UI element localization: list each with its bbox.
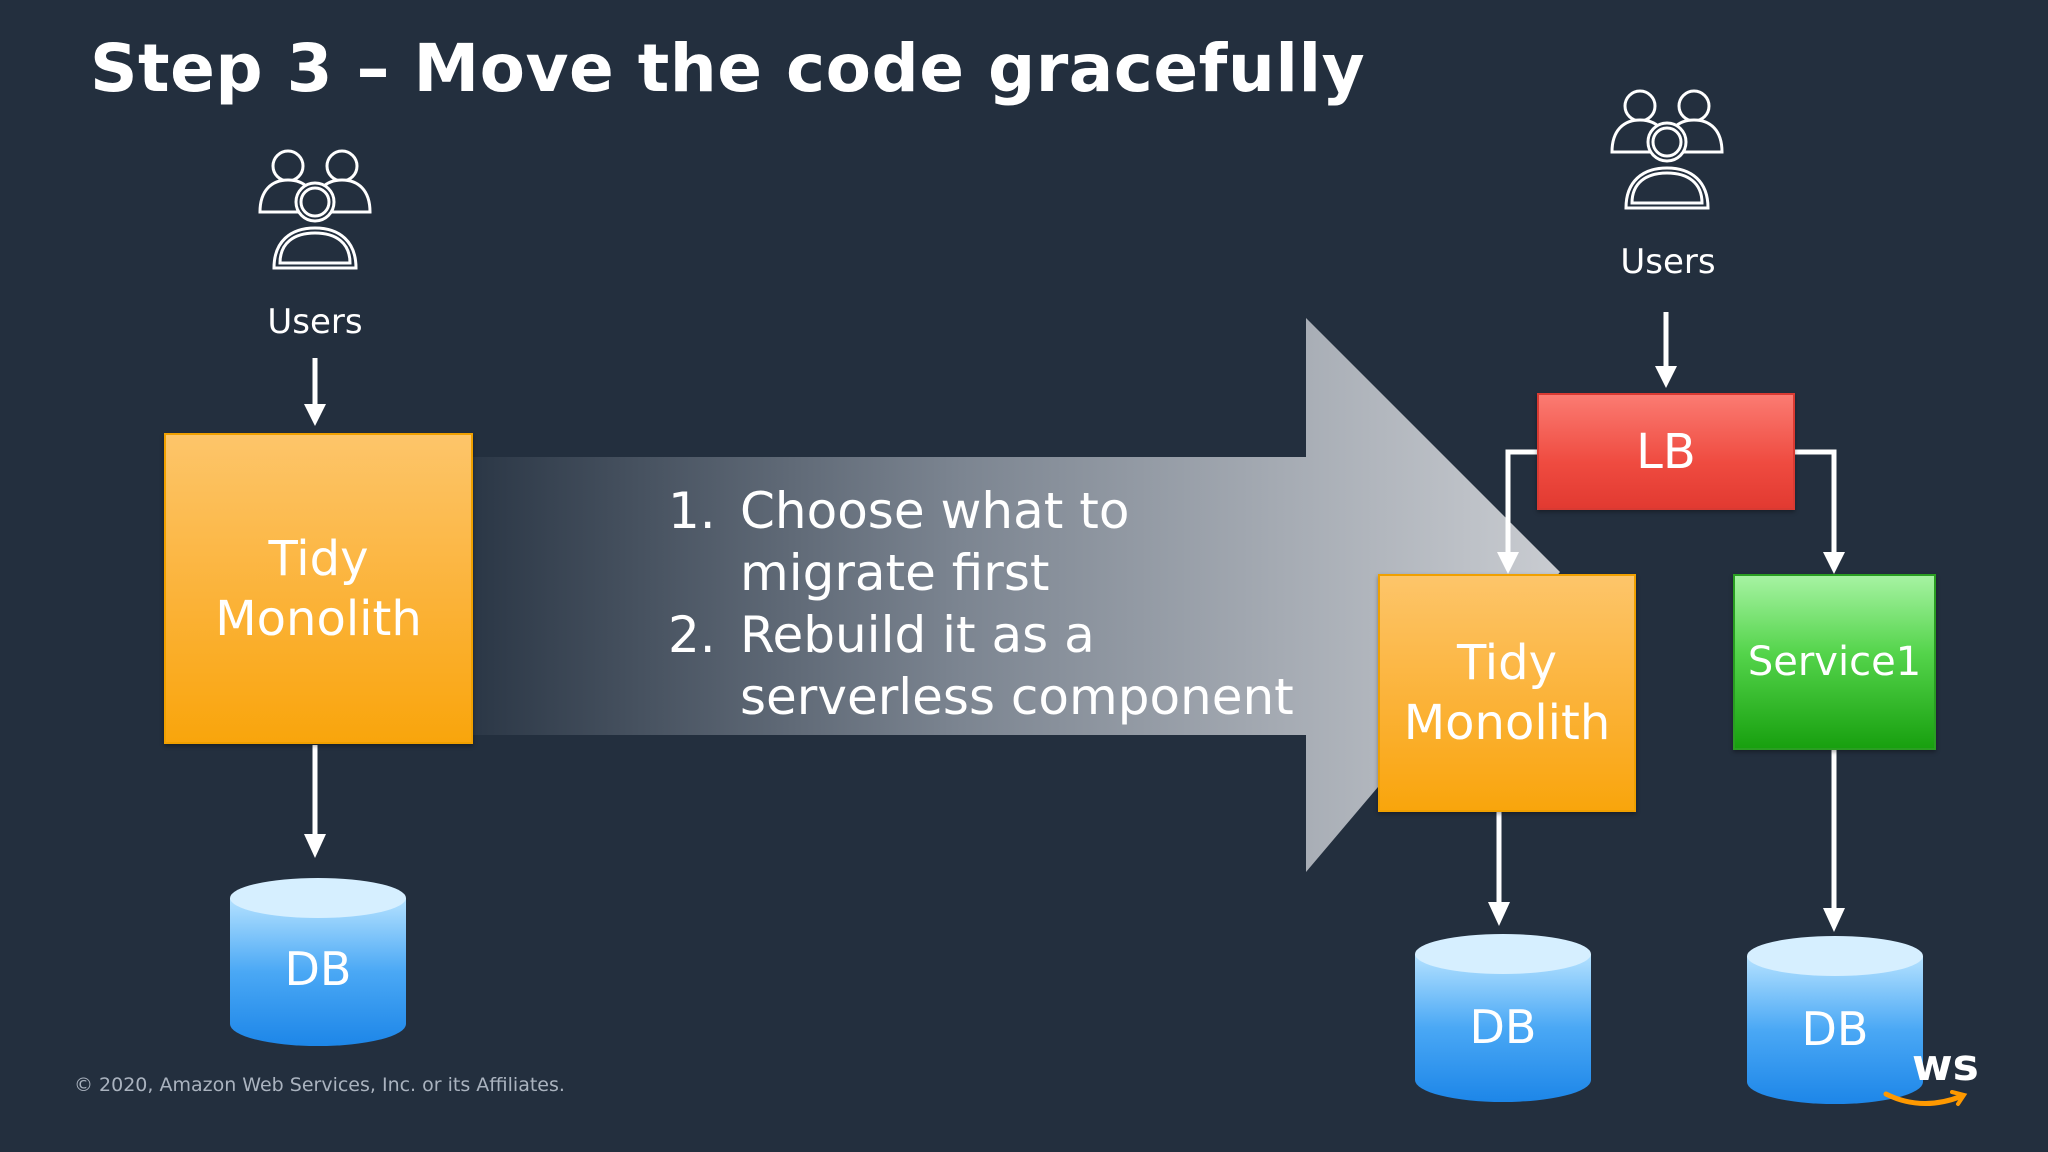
step-text: Choose what to migrate first	[740, 482, 1130, 602]
service1-label: Service1	[1747, 639, 1922, 685]
db-cylinder-right-1	[1415, 934, 1591, 1102]
aws-logo: ws	[1912, 1040, 1979, 1091]
arrow-head	[1655, 366, 1677, 388]
monolith-label-line2: Monolith	[1403, 695, 1611, 751]
step-text: Rebuild it as a serverless component	[740, 606, 1294, 726]
tidy-monolith-box-right: Tidy Monolith	[1378, 574, 1636, 812]
users-icon	[258, 149, 372, 270]
arrow-head	[1497, 552, 1519, 574]
aws-smile-icon	[1883, 1090, 1968, 1107]
step-item: 2. Rebuild it as a serverless component	[668, 604, 1294, 728]
steps-list: 1. Choose what to migrate first 2. Rebui…	[668, 480, 1294, 728]
service1-box: Service1	[1733, 574, 1936, 750]
db-cylinder-left	[230, 878, 406, 1046]
users-label-right: Users	[1620, 242, 1716, 282]
db-label-right-1: DB	[1469, 1000, 1537, 1054]
db-label-right-2: DB	[1801, 1002, 1869, 1056]
arrow-head	[1823, 908, 1845, 932]
monolith-label-line2: Monolith	[215, 590, 422, 647]
tidy-monolith-box-left: Tidy Monolith	[164, 433, 473, 744]
step-item: 1. Choose what to migrate first	[668, 480, 1294, 604]
users-label-left: Users	[267, 302, 363, 342]
db-label-left: DB	[284, 942, 352, 996]
arrow-head	[1488, 902, 1510, 926]
step-number: 2.	[668, 606, 716, 664]
arrow-head	[304, 834, 326, 858]
lb-label: LB	[1636, 423, 1696, 480]
step-number: 1.	[668, 482, 716, 540]
monolith-label-line1: Tidy	[1456, 635, 1558, 691]
arrow-head	[1823, 552, 1845, 574]
users-icon	[1610, 89, 1724, 210]
slide-title: Step 3 – Move the code gracefully	[90, 30, 1366, 107]
db-cylinder-right-2	[1747, 936, 1923, 1104]
monolith-label-line1: Tidy	[268, 530, 369, 587]
copyright-text: © 2020, Amazon Web Services, Inc. or its…	[74, 1074, 565, 1096]
load-balancer-box: LB	[1537, 393, 1795, 510]
arrow-head	[304, 404, 326, 426]
